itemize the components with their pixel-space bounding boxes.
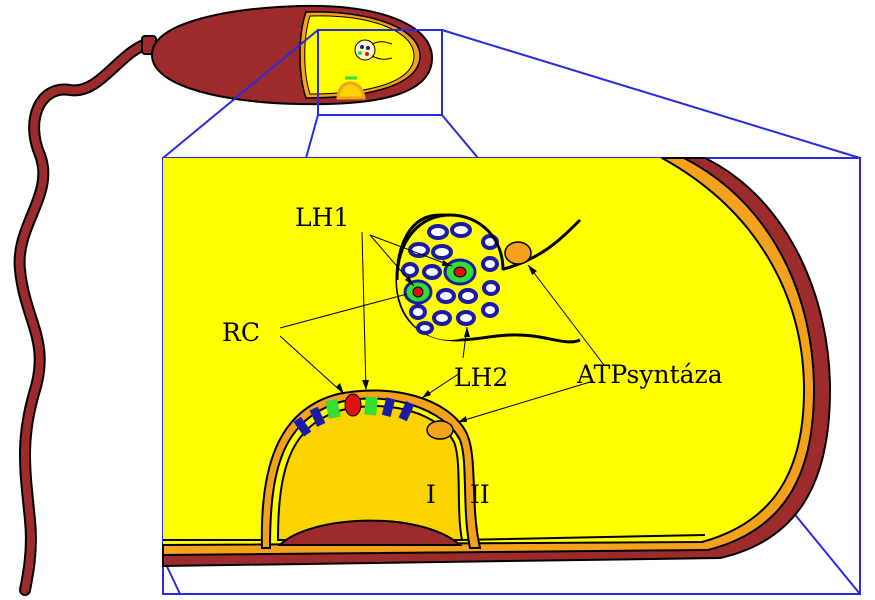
label-atp-synthase: ATPsyntáza — [576, 360, 723, 389]
atp-synthase-vesicle — [504, 241, 532, 265]
reaction-center-membrane — [344, 393, 362, 417]
annotation-arrowheads — [336, 260, 537, 422]
flagellum-icon — [13, 37, 156, 596]
label-side-out: II — [470, 480, 490, 509]
label-rc: RC — [222, 318, 260, 347]
chromatophore-vesicle — [395, 213, 582, 344]
atp-synthase-membrane — [426, 420, 454, 440]
enlarged-cell-section: LH1 RC LH2 ATPsyntáza I II — [162, 157, 832, 568]
outer-membrane — [162, 157, 816, 557]
label-lh1: LH1 — [295, 203, 349, 232]
label-lh2: LH2 — [454, 363, 508, 392]
invagination-lumen — [276, 405, 464, 541]
membrane-complexes — [293, 393, 415, 437]
label-side-in: I — [426, 480, 436, 509]
bacterium-icon — [150, 4, 434, 106]
